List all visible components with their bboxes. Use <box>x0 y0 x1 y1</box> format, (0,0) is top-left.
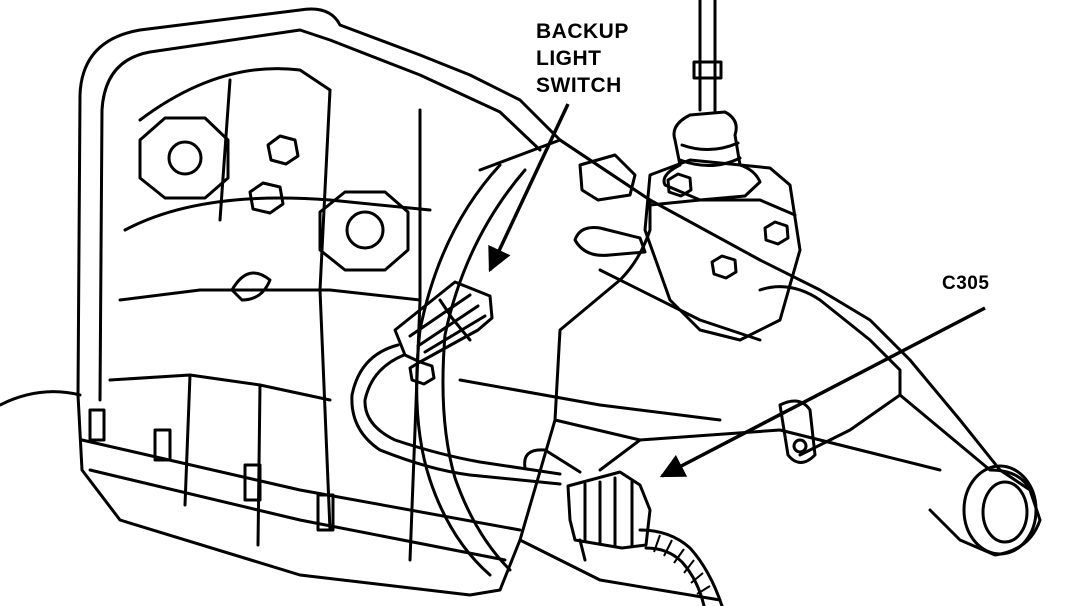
case-lower-edge <box>518 538 722 602</box>
c305-connector-body <box>566 470 652 550</box>
housing-foot <box>316 493 335 532</box>
conduit-ridge <box>653 534 661 553</box>
housing-foot <box>243 463 262 502</box>
body-edge-curve <box>0 390 82 407</box>
conduit-ridge <box>696 585 711 595</box>
harness-loop <box>523 448 582 474</box>
bell-face-ring <box>441 168 527 572</box>
c305-connector-label: C305 <box>942 273 990 294</box>
extension-mount-ear <box>778 399 817 464</box>
bolt-head <box>408 360 436 386</box>
shifter-boot <box>662 110 762 202</box>
shift-tower-bolt <box>666 172 693 198</box>
backup-switch-body <box>393 280 494 364</box>
backup-switch-ridge <box>423 314 487 354</box>
case-panel-line <box>458 378 722 422</box>
output-yoke-seal <box>962 464 1038 556</box>
backup-switch-ridge <box>438 298 472 342</box>
mount-ear-hole <box>792 438 808 454</box>
backup-light-switch-label: BACKUP LIGHT SWITCH <box>536 18 629 99</box>
switch-wire <box>350 343 562 486</box>
lever-clip <box>573 226 647 257</box>
backup-switch-ridge <box>408 293 472 338</box>
c305-leader-arrow <box>659 306 986 478</box>
output-yoke-seal <box>981 480 1029 544</box>
bolt-head <box>248 181 285 215</box>
shift-tower-base <box>643 158 802 342</box>
conduit-ridge <box>673 548 685 564</box>
switch-wire <box>363 353 562 476</box>
tail-housing <box>898 393 1042 557</box>
housing-rib <box>183 373 192 507</box>
conduit-ridge <box>683 559 695 574</box>
shift-tower-bolt <box>710 254 738 280</box>
housing-foot <box>88 408 106 442</box>
housing-rib <box>318 88 332 532</box>
housing-rib <box>108 373 332 402</box>
backup-switch-leader-arrow <box>488 103 570 273</box>
bolt-boss <box>318 190 410 272</box>
backup-light-switch-label-line: LIGHT <box>536 47 602 70</box>
case-cover-plate <box>578 153 637 202</box>
bolt-head <box>266 134 300 166</box>
backup-light-switch-label-line: SWITCH <box>536 74 622 97</box>
bolt-hole <box>167 140 203 176</box>
case-lower-edge <box>553 418 942 472</box>
housing-rib <box>138 67 332 122</box>
bolt-boss <box>138 116 230 200</box>
bolt-hole <box>345 210 385 250</box>
housing-rib <box>218 78 232 222</box>
backup-switch-ridge <box>416 304 480 348</box>
housing-rib <box>123 196 432 232</box>
case-panel-line <box>598 438 642 472</box>
transmission-case <box>478 138 1032 492</box>
housing-rib <box>118 288 422 302</box>
bell-housing-inner-rim <box>98 28 542 402</box>
housing-rib <box>408 108 422 562</box>
case-panel-line <box>598 268 762 342</box>
c305-lower-wire <box>578 538 587 562</box>
bell-housing-outline <box>76 7 652 597</box>
shift-tower-base <box>648 198 797 217</box>
housing-foot <box>153 428 172 462</box>
extension-housing <box>758 285 902 457</box>
drain-plug <box>230 271 272 302</box>
c305-harness-conduit <box>638 528 724 606</box>
bell-face-ring <box>415 163 502 577</box>
conduit-ridge <box>663 539 673 557</box>
bottom-flange <box>88 468 507 562</box>
shift-lever-collar <box>692 60 723 80</box>
shift-tower-bolt <box>763 220 790 246</box>
shifter-boot-fold <box>680 141 740 151</box>
conduit-ridge <box>690 572 704 584</box>
backup-light-switch-label-line: BACKUP <box>536 20 629 43</box>
